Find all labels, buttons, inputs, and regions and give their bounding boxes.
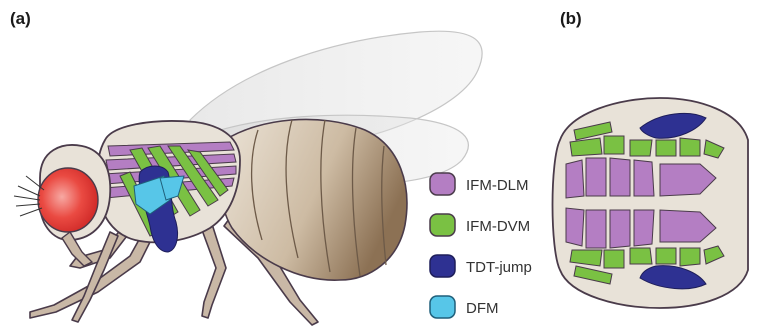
thorax-cross-section	[553, 98, 749, 308]
panel-label-a: (a)	[10, 9, 31, 28]
panel-label-b: (b)	[560, 9, 582, 28]
legend-swatch	[430, 214, 455, 236]
fly-lateral-view	[14, 31, 482, 325]
legend-swatch	[430, 173, 455, 195]
fly-head	[14, 145, 110, 266]
compound-eye	[38, 168, 98, 232]
legend-label: IFM-DLM	[466, 177, 529, 194]
legend-swatch	[430, 296, 455, 318]
legend-item-ifm-dvm: IFM-DVM	[430, 214, 530, 236]
legend-label: IFM-DVM	[466, 218, 530, 235]
legend-item-dfm: DFM	[430, 296, 499, 318]
legend-item-tdt-jump: TDT-jump	[430, 255, 532, 277]
fly-abdomen	[219, 119, 407, 280]
legend-label: DFM	[466, 300, 499, 317]
legend-item-ifm-dlm: IFM-DLM	[430, 173, 529, 195]
legend-swatch	[430, 255, 455, 277]
legend: IFM-DLM IFM-DVM TDT-jump DFM	[430, 173, 532, 318]
legend-label: TDT-jump	[466, 259, 532, 276]
